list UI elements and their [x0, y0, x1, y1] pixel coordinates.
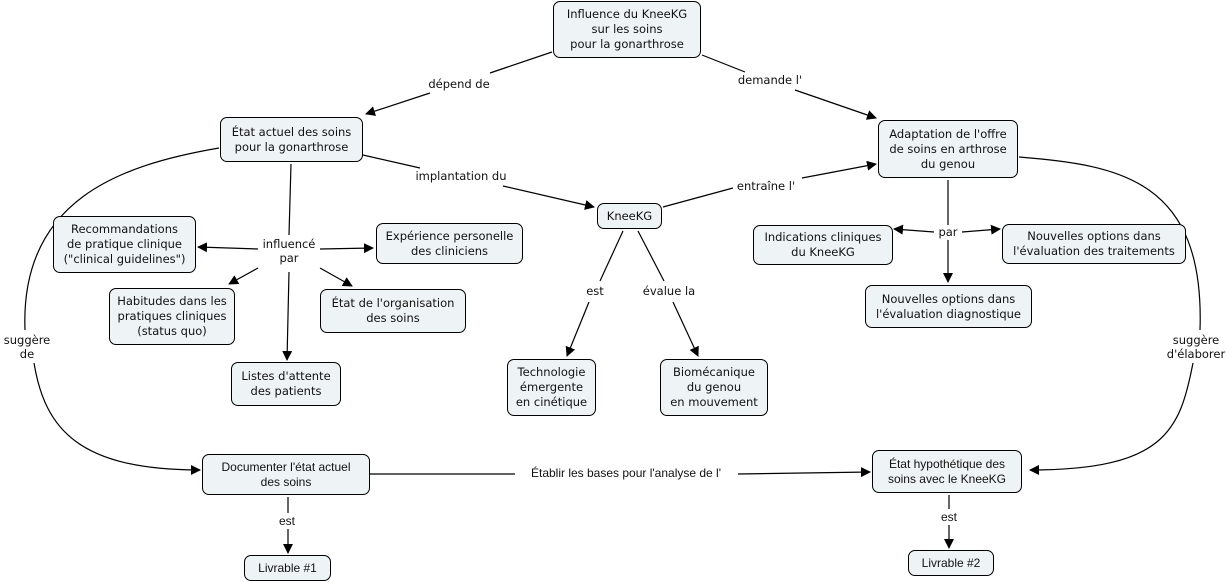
node-livrable1[interactable]: Livrable #1: [244, 555, 331, 581]
edge-influence-listes: [282, 271, 293, 361]
link-label-suggere-de: suggère de: [1, 333, 53, 361]
edge-root-depend: [489, 51, 553, 74]
node-organisation[interactable]: État de l'organisation des soins: [320, 289, 466, 333]
node-adaptation[interactable]: Adaptation de l'offre de soins en arthro…: [878, 120, 1018, 178]
link-label-implantation: implantation du: [413, 169, 509, 183]
edge-est-technologie: [565, 301, 590, 357]
edge-suggere-hypothetique: [1029, 362, 1194, 475]
link-label-est-hypothetique: est: [938, 510, 960, 524]
link-label-est-documenter: est: [276, 514, 298, 528]
node-indications[interactable]: Indications cliniques du KneeKG: [753, 225, 893, 265]
link-label-entraine: entraîne l': [734, 179, 798, 193]
edge-suggere-documenter: [33, 362, 201, 475]
link-label-etablir: Établir les bases pour l'analyse de l': [528, 466, 724, 480]
node-recommandations[interactable]: Recommandations de pratique clinique ("c…: [53, 216, 196, 273]
edge-kneekg-est: [599, 230, 624, 282]
node-root[interactable]: Influence du KneeKG sur les soins pour l…: [553, 1, 701, 58]
node-livrable2[interactable]: Livrable #2: [908, 550, 994, 576]
edge-demande-adaptation: [794, 89, 877, 120]
edge-par-indications: [893, 224, 935, 235]
link-label-influence-par: influencé par: [260, 237, 318, 265]
edge-influence-habitudes: [228, 267, 259, 285]
edge-adaptation-suggere: [1018, 156, 1201, 331]
node-habitudes[interactable]: Habitudes dans les pratiques cliniques (…: [109, 288, 235, 345]
node-listes[interactable]: Listes d'attente des patients: [231, 362, 341, 406]
edge-kneekg-entraine: [662, 187, 734, 208]
edge-kneekg-evalue: [637, 230, 665, 282]
link-label-suggere-elaborer: suggère d'élaborer: [1164, 333, 1228, 361]
edge-etablir-hypothetique: [737, 467, 871, 478]
edge-etat-suggere: [24, 147, 220, 331]
node-etat-actuel[interactable]: État actuel des soins pour la gonarthros…: [220, 117, 363, 162]
node-options-diagnostique[interactable]: Nouvelles options dans l'évaluation diag…: [865, 285, 1032, 328]
link-label-evalue: évalue la: [640, 284, 698, 298]
edge-root-demande: [701, 54, 746, 73]
edge-entraine-adaptation: [801, 160, 877, 179]
node-options-traitements[interactable]: Nouvelles options dans l'évaluation des …: [1002, 224, 1186, 264]
node-kneekg[interactable]: KneeKG: [597, 203, 662, 229]
node-documenter[interactable]: Documenter l'état actuel des soins: [202, 454, 370, 495]
edge-influence-organisation: [319, 267, 353, 287]
node-biomecanique[interactable]: Biomécanique du genou en mouvement: [660, 359, 768, 416]
link-label-demande: demande l': [735, 73, 805, 87]
edge-par-traitements: [961, 224, 1001, 235]
edge-implantation-kneekg: [502, 185, 595, 210]
edge-etat-influence: [288, 163, 292, 236]
edge-depend-etat: [365, 92, 431, 116]
edge-etat-implantation: [362, 154, 421, 169]
node-technologie[interactable]: Technologie émergente en cinétique: [507, 359, 596, 416]
node-hypothetique[interactable]: État hypothétique des soins avec le Knee…: [872, 450, 1022, 493]
link-label-depend-de: dépend de: [426, 77, 492, 91]
edge-evalue-biomecanique: [672, 301, 699, 357]
node-experience[interactable]: Expérience personelle des cliniciens: [376, 223, 523, 264]
edge-influence-experience: [319, 243, 374, 254]
link-label-par: par: [936, 225, 960, 239]
link-label-est-kneekg: est: [584, 284, 606, 298]
edge-influence-recommandations: [197, 242, 259, 253]
